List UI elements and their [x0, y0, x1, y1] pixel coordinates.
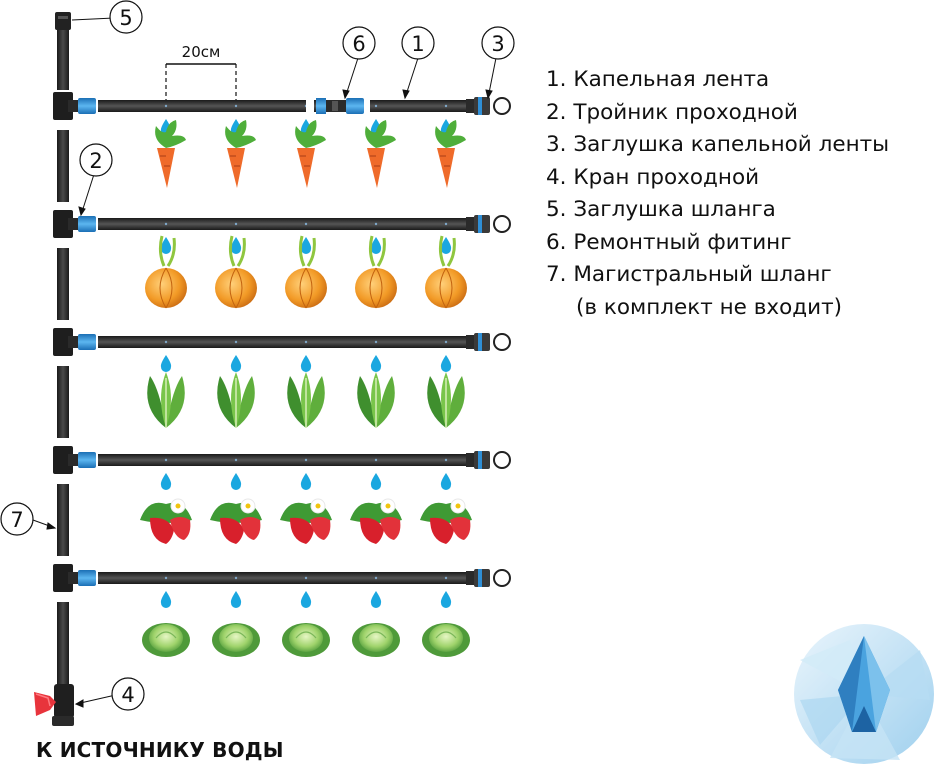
svg-text:3: 3 — [491, 32, 504, 56]
carrot-plant — [225, 120, 256, 188]
drip-row — [53, 446, 511, 544]
onion-plant — [145, 235, 187, 309]
legend-note: (в комплект не входит) — [576, 294, 843, 320]
strawberry-plant — [210, 498, 262, 544]
strawberry-plant — [420, 498, 472, 544]
legend-item-drip-tape: 1. Капельная лента — [546, 67, 770, 92]
tape-end-cap — [466, 215, 511, 233]
callout-4: 4 — [111, 677, 145, 711]
water-drop — [300, 473, 312, 490]
drip-row — [53, 92, 511, 188]
carrot-plant — [435, 120, 466, 188]
callout-5: 5 — [109, 0, 143, 34]
svg-text:2: 2 — [89, 149, 102, 173]
callout-3: 3 — [481, 26, 515, 60]
drip-tape — [98, 454, 466, 466]
tape-end-cap — [466, 451, 511, 469]
drip-rows — [53, 92, 511, 657]
svg-text:1: 1 — [411, 32, 424, 56]
svg-text:7: 7 — [10, 508, 23, 532]
water-drop — [440, 591, 452, 608]
water-drop — [440, 473, 452, 490]
water-source-label: К ИСТОЧНИКУ ВОДЫ — [36, 738, 284, 762]
lettuce-plant — [357, 372, 395, 428]
strawberry-plant — [280, 498, 332, 544]
repair-fitting — [316, 98, 364, 114]
water-drop — [440, 355, 452, 372]
svg-text:6: 6 — [352, 32, 365, 56]
spacing-dimension: 20см — [165, 43, 237, 100]
callout-1: 1 — [401, 26, 435, 60]
water-drop — [230, 473, 242, 490]
callout-7: 7 — [0, 502, 34, 536]
water-drop — [230, 355, 242, 372]
onion-plant — [285, 235, 327, 309]
svg-text:5: 5 — [119, 6, 132, 30]
lettuce-plant — [147, 372, 185, 428]
legend-item-tee: 2. Тройник проходной — [546, 99, 798, 125]
drip-tape — [98, 218, 466, 230]
drip-row — [53, 210, 511, 309]
strawberry-plant — [140, 498, 192, 544]
main-hose — [56, 14, 69, 674]
drip-row — [53, 328, 511, 428]
drip-tape — [98, 100, 466, 112]
callout-6: 6 — [342, 26, 376, 60]
tee-fitting — [53, 210, 96, 238]
legend-item-main-hose: 7. Магистральный шланг — [546, 262, 832, 287]
water-drop — [300, 237, 312, 254]
drip-tape — [98, 336, 466, 348]
onion-plant — [355, 235, 397, 309]
drip-tape — [98, 572, 466, 584]
callout-2: 2 — [79, 143, 113, 177]
onion-plant — [425, 235, 467, 309]
legend-item-repair-fitting: 6. Ремонтный фитинг — [546, 229, 792, 255]
carrot-plant — [295, 120, 326, 188]
lettuce-plant — [427, 372, 465, 428]
lettuce-plant — [287, 372, 325, 428]
water-drop — [370, 355, 382, 372]
water-drop — [370, 237, 382, 254]
tee-fitting — [53, 446, 96, 474]
legend-item-hose-end-cap: 5. Заглушка шланга — [546, 197, 776, 222]
tee-fitting — [53, 328, 96, 356]
legend-item-tape-end-cap: 3. Заглушка капельной ленты — [546, 132, 890, 157]
water-drop — [160, 237, 172, 254]
water-drop — [300, 591, 312, 608]
carrot-plant — [365, 120, 396, 188]
drip-row — [53, 564, 511, 657]
legend-item-valve: 4. Кран проходной — [546, 164, 760, 190]
onion-plant — [215, 235, 257, 309]
water-drop — [300, 355, 312, 372]
cabbage-plant — [352, 623, 400, 657]
tape-end-cap — [466, 569, 511, 587]
cabbage-plant — [142, 623, 190, 657]
valve — [34, 674, 74, 726]
water-drop — [370, 473, 382, 490]
cabbage-plant — [422, 623, 470, 657]
water-drop — [160, 591, 172, 608]
water-drop — [230, 237, 242, 254]
water-drop — [370, 591, 382, 608]
spacing-label: 20см — [182, 43, 221, 61]
cabbage-plant — [212, 623, 260, 657]
water-drop — [160, 473, 172, 490]
tape-end-cap — [466, 333, 511, 351]
strawberry-plant — [350, 498, 402, 544]
tape-end-cap — [466, 97, 511, 115]
carrot-plant — [155, 120, 186, 188]
tee-fitting — [53, 92, 96, 120]
water-drop — [160, 355, 172, 372]
lettuce-plant — [217, 372, 255, 428]
callout-leaders — [32, 17, 497, 708]
water-drop — [440, 237, 452, 254]
water-drop — [230, 591, 242, 608]
tee-fitting — [53, 564, 96, 592]
legend: 1. Капельная лента 2. Тройник проходной … — [546, 64, 889, 324]
water-drop-logo — [794, 624, 934, 764]
cabbage-plant — [282, 623, 330, 657]
svg-text:4: 4 — [121, 683, 134, 707]
hose-end-cap — [55, 12, 71, 30]
